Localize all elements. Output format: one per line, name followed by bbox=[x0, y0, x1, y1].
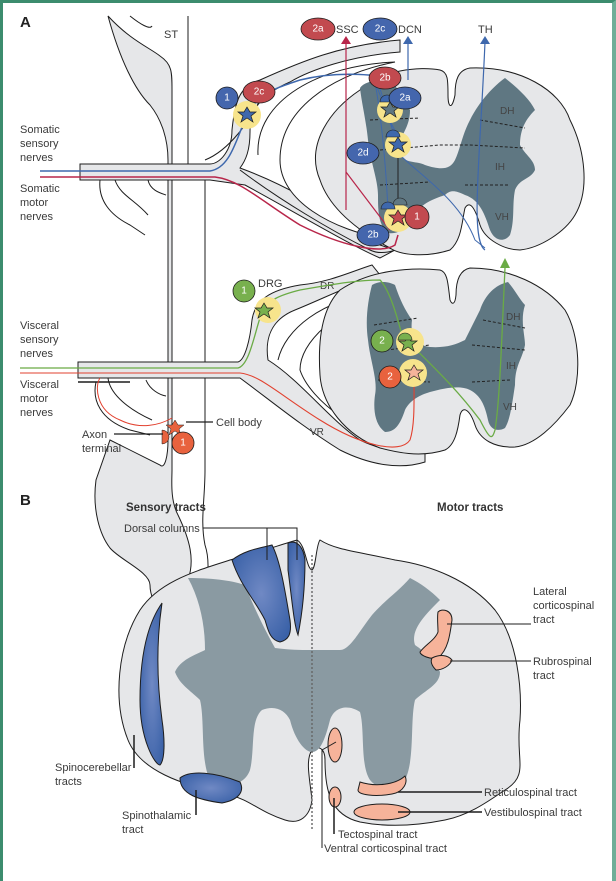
visceral-ih-neuron-icon bbox=[398, 335, 418, 352]
dorsal-columns-label: Dorsal columns bbox=[124, 523, 200, 535]
cell-body-label: Cell body bbox=[216, 417, 262, 429]
somatic-motor-label: Somatic motor nerves bbox=[20, 183, 63, 223]
tectospinal-tract bbox=[328, 786, 342, 808]
ventral-corticospinal-label: Ventral corticospinal tract bbox=[324, 843, 447, 855]
ssc-label: SSC bbox=[336, 24, 359, 36]
drg-label: DRG bbox=[258, 278, 282, 290]
dh-label-bottom: DH bbox=[506, 312, 520, 323]
svg-text:2a: 2a bbox=[399, 93, 411, 104]
svg-text:1: 1 bbox=[241, 286, 247, 297]
svg-text:2d: 2d bbox=[357, 148, 368, 159]
visceral-sensory-label: Visceral sensory nerves bbox=[20, 320, 62, 360]
badge-2-green-cord: 2 bbox=[370, 329, 394, 353]
visceral-motor-label: Visceral motor nerves bbox=[20, 379, 62, 419]
synapse-icon bbox=[380, 201, 396, 210]
dorsal-column-cuneate bbox=[287, 541, 306, 637]
badge-2a-red-legend: 2a bbox=[300, 17, 336, 41]
svg-text:1: 1 bbox=[224, 93, 230, 104]
panel-b-label: B bbox=[20, 492, 31, 509]
reticulospinal-label: Reticulospinal tract bbox=[484, 787, 577, 799]
badge-1-orange-ganglion: 1 bbox=[171, 431, 195, 455]
lateral-corticospinal-tract bbox=[419, 609, 453, 659]
svg-text:2: 2 bbox=[387, 372, 393, 383]
badge-2a-blue-cord: 2a bbox=[388, 86, 422, 110]
badge-1-blue-top: 1 bbox=[215, 86, 239, 110]
rubrospinal-label: Rubrospinal tract bbox=[533, 656, 595, 682]
drg-neuron-icon bbox=[254, 302, 274, 319]
badge-1-red-cord: 1 bbox=[404, 204, 430, 230]
axon-terminal-icon bbox=[161, 429, 170, 445]
vestibulospinal-label: Vestibulospinal tract bbox=[484, 807, 582, 819]
badge-2d-blue-cord: 2d bbox=[346, 141, 380, 165]
preganglionic-neuron-icon bbox=[404, 364, 424, 381]
svg-text:1: 1 bbox=[180, 438, 186, 449]
spinal-cord-bottom bbox=[318, 267, 579, 455]
rubrospinal-tract bbox=[430, 655, 453, 671]
reticulospinal-tract bbox=[357, 775, 407, 796]
spinocerebellar-tract bbox=[139, 602, 165, 766]
sensory-tracts-heading: Sensory tracts bbox=[126, 502, 206, 514]
badge-2c-blue-legend: 2c bbox=[362, 17, 398, 41]
svg-text:1: 1 bbox=[414, 212, 420, 223]
dr-label: DR bbox=[320, 281, 334, 292]
st-label: ST bbox=[164, 29, 178, 41]
tectospinal-label: Tectospinal tract bbox=[338, 829, 417, 841]
badge-1-green-drg: 1 bbox=[232, 279, 256, 303]
dcn-label: DCN bbox=[398, 24, 422, 36]
vh-label-top: VH bbox=[495, 212, 509, 223]
spinocerebellar-label: Spinocerebellar tracts bbox=[55, 762, 135, 788]
badge-2b-blue-cord: 2b bbox=[356, 223, 390, 247]
svg-text:2b: 2b bbox=[367, 230, 379, 241]
dorsal-column-gracile bbox=[231, 544, 291, 643]
sympathetic-trunk bbox=[94, 15, 209, 641]
ih-label-top: IH bbox=[495, 162, 505, 173]
synapse-icon bbox=[392, 197, 408, 206]
vr-label: VR bbox=[310, 427, 324, 438]
somatic-sensory-label: Somatic sensory nerves bbox=[20, 124, 63, 164]
somatic-pathways bbox=[40, 36, 490, 251]
vh-label-bottom: VH bbox=[503, 402, 517, 413]
ih-neuron-icon bbox=[388, 136, 408, 153]
ih-label-bottom: IH bbox=[506, 361, 516, 372]
panel-a-label: A bbox=[20, 14, 31, 31]
axon-terminal-label: Axon terminal bbox=[82, 429, 121, 455]
spinothalamic-label: Spinothalamic tract bbox=[122, 810, 194, 836]
badge-2b-red-cord: 2b bbox=[368, 66, 402, 90]
th-label: TH bbox=[478, 24, 493, 36]
svg-text:2: 2 bbox=[379, 336, 385, 347]
badge-2-orange-cord: 2 bbox=[378, 365, 402, 389]
badge-2c-red-top: 2c bbox=[242, 80, 276, 104]
synapse-icon bbox=[397, 332, 413, 341]
somatic-sensory-neuron-icon bbox=[237, 106, 257, 123]
svg-text:2c: 2c bbox=[375, 24, 386, 35]
spinal-cord-cross-section-b bbox=[118, 539, 521, 830]
svg-text:2b: 2b bbox=[379, 73, 391, 84]
ventral-corticospinal-tract bbox=[327, 727, 343, 763]
svg-text:2c: 2c bbox=[254, 87, 265, 98]
dh-label-top: DH bbox=[500, 106, 514, 117]
motor-tracts-heading: Motor tracts bbox=[437, 502, 503, 514]
lateral-corticospinal-label: Lateral corticospinal tract bbox=[533, 586, 597, 626]
ganglion-cell-body-icon bbox=[165, 419, 185, 436]
synapse-icon bbox=[385, 129, 401, 138]
ventral-corticospinal-leader bbox=[321, 741, 337, 848]
dorsal-columns-leader bbox=[267, 527, 298, 560]
svg-text:2a: 2a bbox=[312, 24, 324, 35]
